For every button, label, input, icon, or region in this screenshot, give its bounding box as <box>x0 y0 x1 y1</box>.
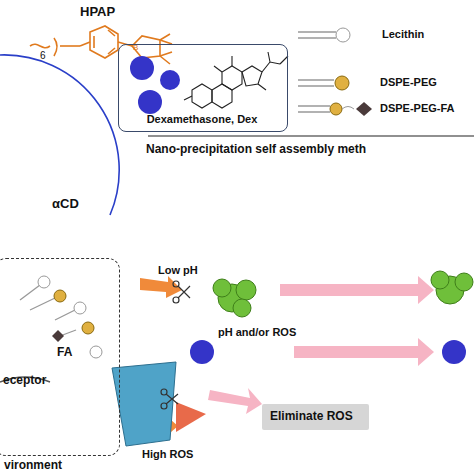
green-cluster <box>213 271 473 317</box>
method-title: Nano-precipitation self assembly meth <box>146 142 366 156</box>
lipid-name: Lecithin <box>382 28 424 40</box>
cell-region: FA eceptor <box>0 258 120 456</box>
lipid-name: DSPE-PEG-FA <box>380 102 455 114</box>
stimulus-label: Low pH <box>158 264 198 276</box>
hpap-structure <box>30 26 172 64</box>
node-text: Eliminate ROS <box>270 409 353 423</box>
boronate-cone <box>176 402 206 432</box>
dex-sphere <box>190 340 214 364</box>
scissors-icon <box>161 281 190 409</box>
host-name: αCD <box>52 196 79 211</box>
dex-structure <box>184 52 288 108</box>
dex-sphere <box>442 340 466 364</box>
node-text: eceptor <box>3 373 46 387</box>
lipid-name: DSPE-PEG <box>380 76 437 88</box>
cyclodextrin-cup <box>112 362 176 446</box>
release-arrows <box>208 276 434 414</box>
lipid-legend <box>298 28 372 116</box>
cyclodextrin-arc <box>0 55 119 215</box>
repeat-number: 6 <box>40 50 46 61</box>
stimulus-label: High ROS <box>142 448 193 460</box>
result-box: Eliminate ROS <box>262 404 369 430</box>
region-title: vironment <box>4 458 62 472</box>
stimulus-label: pH and/or ROS <box>218 326 296 338</box>
compound-name: HPAP <box>80 4 115 19</box>
node-text: FA <box>57 345 72 359</box>
divider-line <box>148 135 474 136</box>
node-text: Dexamethasone, Dex <box>147 113 258 125</box>
membrane <box>0 276 102 382</box>
dex-spheres <box>130 56 180 114</box>
drug-box: Dexamethasone, Dex <box>118 44 288 132</box>
